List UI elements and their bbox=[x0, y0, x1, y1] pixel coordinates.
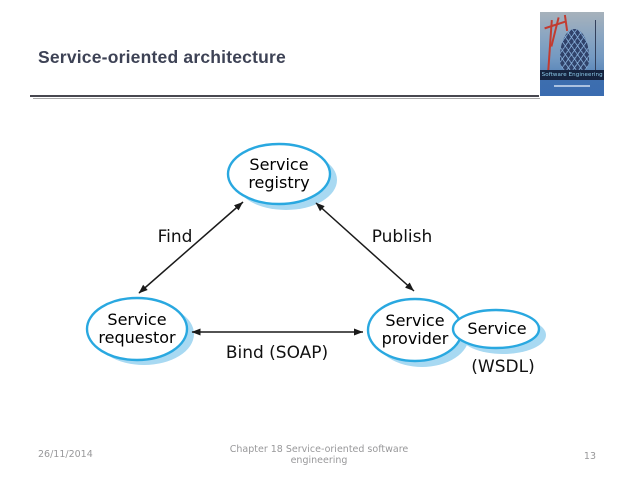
footer-date: 26/11/2014 bbox=[38, 449, 93, 460]
node-label-service-registry: Service registry bbox=[248, 155, 310, 192]
footer-chapter-line1: Chapter 18 Service-oriented software bbox=[229, 444, 409, 455]
edge-label-publish: Publish bbox=[371, 227, 433, 247]
footer-chapter: Chapter 18 Service-oriented software eng… bbox=[0, 444, 638, 466]
book-title-band: Software Engineering bbox=[540, 70, 604, 80]
edge-label-find: Find bbox=[157, 227, 193, 247]
node-requestor-ellipse bbox=[85, 296, 189, 362]
node-label-service-wsdl: Service bbox=[467, 319, 527, 338]
edge-find-line bbox=[138, 201, 244, 294]
edge-publish-line bbox=[315, 202, 415, 292]
footer-chapter-line2: engineering bbox=[290, 455, 348, 466]
page-title: Service-oriented architecture bbox=[38, 47, 286, 67]
edge-label-bind-soap: Bind (SOAP) bbox=[225, 343, 329, 363]
node-registry-ellipse bbox=[226, 142, 332, 206]
node-sublabel-wsdl: (WSDL) bbox=[471, 357, 535, 377]
node-service-wsdl-ellipse bbox=[451, 308, 541, 350]
crane-cable-icon bbox=[595, 20, 596, 72]
node-label-service-requestor: Service requestor bbox=[98, 310, 176, 347]
book-author-strip bbox=[554, 85, 590, 87]
title-underline-shadow bbox=[33, 98, 540, 99]
book-cover-image: Software Engineering bbox=[540, 12, 604, 96]
footer-page-number: 13 bbox=[583, 451, 596, 462]
node-label-service-provider: Service provider bbox=[381, 311, 449, 348]
book-title-text: Software Engineering bbox=[541, 71, 603, 78]
gherkin-building-icon bbox=[560, 29, 589, 74]
title-underline bbox=[30, 95, 539, 97]
